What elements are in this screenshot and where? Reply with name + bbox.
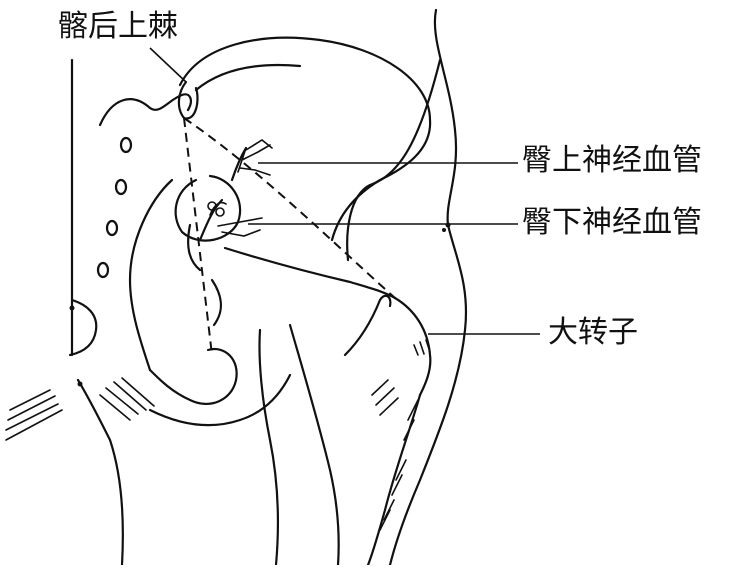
femoral-neck: [343, 294, 392, 357]
ischial-tuberosity: [148, 347, 238, 405]
label-greater-trochanter: 大转子: [548, 315, 638, 350]
leader-line-psis: [149, 47, 187, 83]
inner-thigh-line: [258, 328, 280, 567]
piriformis-line: [223, 246, 397, 300]
sacral-foramen: [105, 219, 119, 237]
lesser-sciatic-notch: [128, 178, 174, 372]
sacrum-lower: [68, 298, 98, 357]
ilium-inner: [194, 63, 302, 92]
dashed-line-psis-to-ischium: [183, 117, 213, 356]
label-inferior-gluteal: 臀下神经血管: [522, 205, 702, 240]
notch-inner: [187, 223, 202, 272]
superior-gluteal-vessels: [237, 139, 273, 176]
psis-bump: [177, 80, 199, 120]
lower-pelvis-outline: [76, 378, 124, 567]
marker-dot: [77, 381, 83, 387]
sacrum-outline: [98, 93, 192, 127]
marker-dot: [445, 222, 451, 228]
femur-lateral: [366, 393, 422, 567]
superior-gluteal-bundle: [230, 146, 248, 182]
sacral-foramen: [119, 136, 133, 154]
inferior-gluteal-bundle: [198, 198, 224, 242]
ischial-spine: [210, 278, 222, 327]
greater-sciatic-notch: [174, 174, 242, 242]
greater-trochanter-outline: [393, 296, 432, 397]
dashed-line-psis-to-trochanter: [183, 117, 396, 299]
muscle-hatching-right: [371, 339, 431, 531]
iliac-wing: [178, 36, 432, 242]
vessel-coil: [215, 207, 225, 217]
marker-dot: [69, 305, 75, 311]
inferior-gluteal-vessels: [209, 201, 263, 237]
label-psis: 髂后上棘: [58, 9, 178, 44]
femoral-shaft-medial: [288, 323, 340, 567]
posterior-outline: [388, 8, 468, 567]
marker-dot: [442, 228, 446, 232]
sacral-foramen: [114, 178, 128, 196]
buttock-curve: [346, 58, 442, 262]
obturator-line: [148, 373, 292, 427]
muscle-hatching-left: [5, 377, 155, 441]
vessel-coil: [207, 201, 217, 211]
label-superior-gluteal: 臀上神经血管: [522, 143, 702, 178]
sacral-foramen: [96, 261, 110, 279]
